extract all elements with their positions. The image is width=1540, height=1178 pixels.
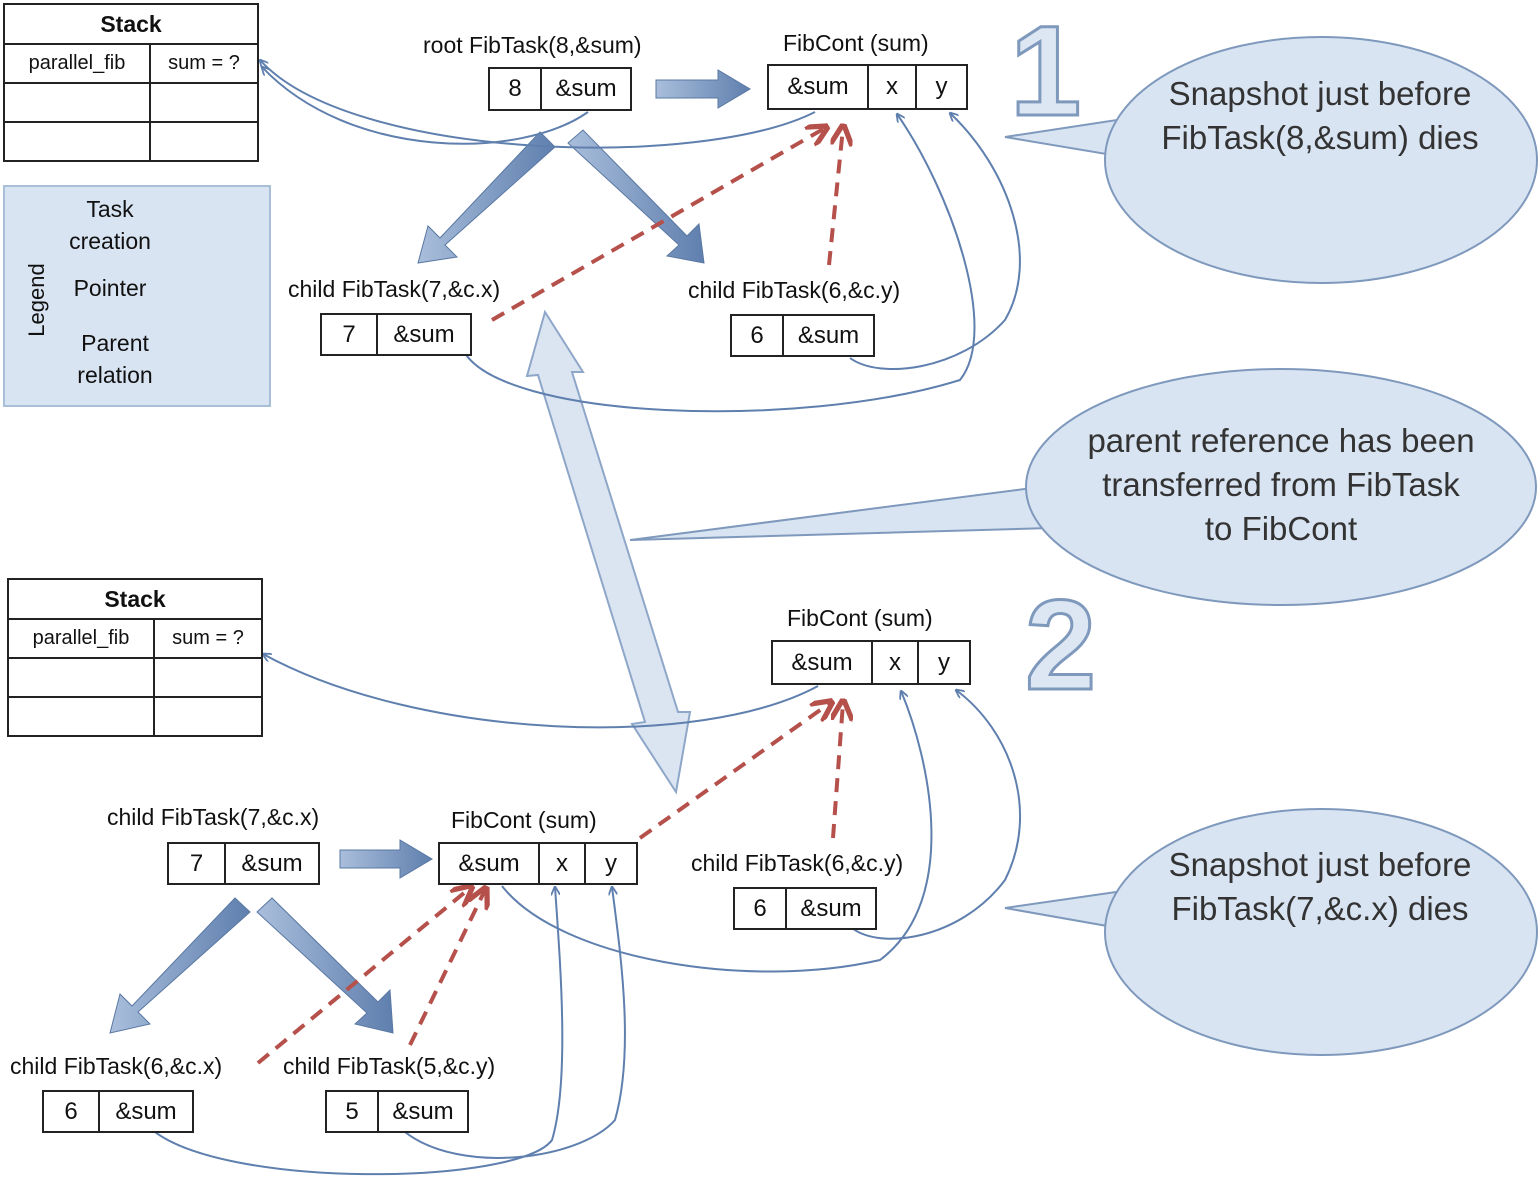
fibcont-box: &sum x y	[767, 64, 968, 110]
task-cell-n: 5	[345, 1097, 359, 1125]
stack-var: sum = ?	[149, 43, 259, 84]
task-cell-sum: &sum	[785, 889, 875, 928]
task-7-box: 7 &sum	[167, 842, 320, 885]
stack-table-2: Stack parallel_fib sum = ?	[7, 578, 263, 737]
stack-table-1: Stack parallel_fib sum = ?	[3, 3, 259, 162]
child-task-6-box: 6 &sum	[730, 314, 875, 357]
task-cell-sum: &sum	[377, 1092, 467, 1131]
top-fibcont-label: FibCont (sum)	[787, 605, 933, 631]
cont-cell-sum: &sum	[791, 648, 853, 676]
cont-cell-y: y	[917, 642, 969, 683]
stack-title: Stack	[7, 578, 263, 620]
child-task-6-label: child FibTask(6,&c.y)	[688, 277, 901, 303]
bubble-parent-transfer	[629, 368, 1537, 606]
task-7-label: child FibTask(7,&c.x)	[107, 804, 320, 830]
child-task-7-box: 7 &sum	[320, 313, 472, 356]
task-cell-n: 6	[753, 894, 767, 922]
cont-cell-sum: &sum	[458, 849, 520, 877]
task-6y-box: 6 &sum	[733, 887, 877, 930]
task-creation-arrows	[109, 69, 751, 1034]
fibcont-label: FibCont (sum)	[783, 30, 929, 56]
task-cell-sum: &sum	[98, 1092, 192, 1131]
bubble-transfer-text: parent reference has been transferred fr…	[1087, 422, 1475, 547]
task-cell-sum: &sum	[782, 316, 873, 355]
task-cell-n: 6	[64, 1097, 78, 1125]
stack-title: Stack	[3, 3, 259, 45]
cont-cell-x: x	[867, 66, 915, 108]
cont-cell-x: x	[538, 844, 584, 883]
pointer-lines	[149, 60, 1022, 1176]
stack-func: parallel_fib	[7, 618, 155, 659]
task-6y-label: child FibTask(6,&c.y)	[691, 850, 904, 876]
task-cell-n: 7	[342, 320, 356, 348]
task-5-box: 5 &sum	[325, 1090, 469, 1133]
task-6x-box: 6 &sum	[42, 1090, 194, 1133]
bubble-snapshot-1	[1004, 36, 1538, 284]
root-task-label: root FibTask(8,&sum)	[423, 32, 642, 58]
child-task-7-label: child FibTask(7,&c.x)	[288, 276, 501, 302]
cont-cell-y: y	[584, 844, 636, 883]
task-5-label: child FibTask(5,&c.y)	[283, 1053, 496, 1079]
snapshot-number-1: 1	[1008, 0, 1082, 143]
bubble-snapshot-1-text: Snapshot just before FibTask(8,&sum) die…	[1161, 75, 1479, 156]
cont-cell-x: x	[871, 642, 917, 683]
legend-title: Legend	[24, 263, 49, 337]
root-task-box: 8 &sum	[488, 67, 632, 111]
cont-cell-y: y	[915, 66, 966, 108]
task-cell-sum: &sum	[540, 69, 630, 109]
fibcont-2-box: &sum x y	[438, 842, 638, 885]
bubble-snapshot-2-text: Snapshot just before FibTask(7,&c.x) die…	[1168, 846, 1472, 927]
task-cell-n: 8	[508, 75, 522, 102]
task-cell-n: 7	[189, 849, 204, 877]
legend-task-creation: Task creation	[69, 196, 151, 254]
task-cell-sum: &sum	[224, 844, 318, 883]
top-fibcont-box: &sum x y	[771, 640, 971, 685]
legend-pointer: Pointer	[73, 275, 147, 301]
cont-cell-sum: &sum	[787, 73, 849, 100]
task-cell-sum: &sum	[376, 315, 470, 354]
fibcont-2-label: FibCont (sum)	[451, 807, 597, 833]
task-cell-n: 6	[750, 321, 764, 349]
task-6x-label: child FibTask(6,&c.x)	[10, 1053, 223, 1079]
snapshot-number-2: 2	[1023, 574, 1097, 717]
legend-parent-relation: Parent relation	[77, 330, 153, 388]
legend-panel: Legend Task creation Pointer Parent rela…	[3, 185, 271, 407]
stack-var: sum = ?	[153, 618, 263, 659]
transfer-double-arrow	[525, 309, 692, 795]
stack-func: parallel_fib	[3, 43, 151, 84]
bubble-snapshot-2	[1004, 808, 1538, 1056]
